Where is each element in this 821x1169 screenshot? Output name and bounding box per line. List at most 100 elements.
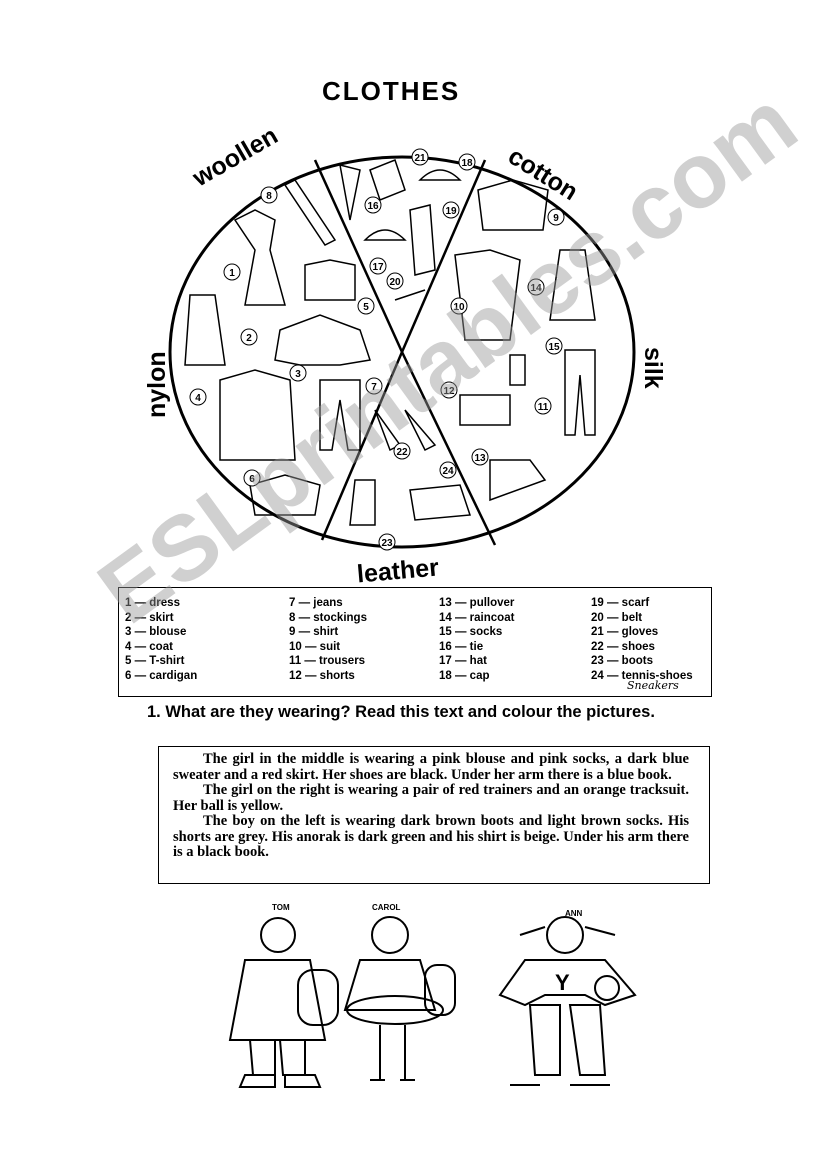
gloves-drawing [369, 159, 406, 201]
figure-label-carol: CAROL [372, 903, 401, 912]
svg-text:10: 10 [453, 302, 465, 313]
carol-figure [343, 916, 456, 1081]
paragraph: The girl on the right is wearing a pair … [173, 782, 689, 814]
handwritten-note: Sneakers [627, 679, 679, 692]
pie-divider [400, 159, 487, 353]
vocab-item: 22 — shoes [591, 640, 655, 653]
svg-text:1: 1 [229, 268, 235, 279]
trousers-drawing [564, 349, 596, 436]
vocab-item: 24 — tennis-shoes [591, 669, 693, 682]
vocab-item: 18 — cap [439, 669, 490, 682]
tie-drawing [339, 163, 361, 221]
cardigan-drawing [249, 474, 321, 516]
shorts-drawing [459, 394, 511, 426]
vocab-item: 12 — shorts [289, 669, 355, 682]
shirt-drawing [477, 179, 549, 231]
vocab-item: 15 — socks [439, 626, 503, 638]
vocab-item: 6 — cardigan [125, 669, 198, 682]
vocab-column: 1 — dress 2 — skirt 3 — blouse 4 — coat … [125, 596, 197, 683]
paragraph: The boy on the left is wearing dark brow… [173, 813, 689, 860]
vocab-item: 13 — pullover [439, 597, 515, 609]
scarf-drawing [409, 204, 436, 276]
belt-drawing [394, 289, 426, 301]
skirt-drawing [184, 294, 226, 366]
vocab-item: 16 — tie [439, 640, 484, 653]
svg-text:24: 24 [442, 466, 454, 477]
page-title: CLOTHES [322, 76, 461, 106]
svg-text:6: 6 [249, 474, 255, 485]
vocab-item: 11 — trousers [289, 655, 366, 667]
pullover-drawing [489, 459, 547, 502]
clothes-pie-diagram: 8 1 2 3 4 5 6 7 9 10 11 12 13 14 15 16 1… [168, 148, 636, 551]
cap-drawing [418, 169, 462, 181]
vocab-item: 9 — shirt [289, 626, 339, 638]
vocab-column: 19 — scarf 20 — belt 21 — gloves 22 — sh… [591, 596, 693, 683]
svg-text:12: 12 [443, 386, 455, 397]
svg-text:15: 15 [548, 342, 560, 353]
jeans-drawing [319, 379, 361, 451]
item-number-markers: 8 1 2 3 4 5 6 7 9 10 11 12 13 14 15 16 1… [189, 148, 565, 551]
vocab-item: 2 — skirt [125, 611, 174, 624]
svg-text:9: 9 [553, 213, 559, 224]
vocab-item: 14 — raincoat [439, 611, 515, 624]
tshirt-drawing [304, 259, 356, 301]
clothing-illustrations [184, 159, 596, 526]
vocabulary-box: 1 — dress 2 — skirt 3 — blouse 4 — coat … [118, 587, 712, 697]
figure-label-tom: TOM [272, 903, 290, 912]
vocab-item: 3 — blouse [125, 626, 187, 638]
svg-text:3: 3 [295, 369, 301, 380]
svg-text:7: 7 [371, 382, 377, 393]
ann-figure: Y [498, 916, 637, 1086]
svg-text:20: 20 [389, 277, 401, 288]
svg-text:19: 19 [445, 206, 457, 217]
svg-text:2: 2 [246, 333, 252, 344]
vocab-item: 17 — hat [439, 655, 487, 667]
paragraph: The girl in the middle is wearing a pink… [173, 751, 689, 783]
svg-text:13: 13 [474, 453, 486, 464]
figures-illustration: Y [228, 916, 637, 1088]
vocab-item: 4 — coat [125, 640, 173, 653]
pie-divider [313, 159, 404, 353]
svg-text:17: 17 [372, 262, 384, 273]
category-nylon: nylon [143, 351, 171, 418]
raincoat-drawing [549, 249, 596, 321]
vocab-item: 23 — boots [591, 655, 653, 667]
reading-text-box: The girl in the middle is wearing a pink… [158, 746, 710, 884]
socks-drawing [509, 354, 526, 386]
pie-outline [168, 155, 636, 549]
stockings-drawing [283, 179, 337, 246]
pie-divider [400, 351, 497, 546]
svg-text:21: 21 [414, 153, 426, 164]
figure-label-ann: ANN [565, 909, 583, 918]
vocab-column: 7 — jeans 8 — stockings 9 — shirt 10 — s… [289, 596, 367, 683]
blouse-drawing [274, 314, 371, 366]
svg-text:18: 18 [461, 158, 473, 169]
vocab-item: 5 — T-shirt [125, 655, 185, 667]
svg-text:22: 22 [396, 447, 408, 458]
vocab-column: 13 — pullover 14 — raincoat 15 — socks 1… [439, 596, 514, 683]
svg-text:16: 16 [367, 201, 379, 212]
vocab-item: 1 — dress [125, 597, 180, 609]
vocab-item: 19 — scarf [591, 597, 650, 609]
svg-text:11: 11 [538, 402, 549, 413]
vocab-item: 21 — gloves [591, 626, 659, 638]
pie-divider [320, 351, 404, 541]
coat-drawing [219, 369, 296, 461]
vocab-item: 20 — belt [591, 611, 643, 624]
vocab-item: 7 — jeans [289, 597, 343, 609]
svg-text:4: 4 [195, 393, 201, 404]
dress-drawing [233, 209, 286, 306]
svg-text:Y: Y [555, 970, 570, 995]
svg-text:8: 8 [266, 191, 272, 202]
vocab-item: 10 — suit [289, 640, 341, 653]
category-silk: silk [639, 347, 667, 389]
svg-text:23: 23 [381, 538, 393, 549]
boots-drawing [349, 479, 376, 526]
svg-text:5: 5 [363, 302, 369, 313]
hat-drawing [363, 229, 407, 241]
question-heading: 1. What are they wearing? Read this text… [147, 703, 655, 721]
svg-text:14: 14 [530, 283, 542, 294]
vocab-item: 8 — stockings [289, 611, 367, 624]
tennis-shoes-drawing [409, 484, 472, 521]
